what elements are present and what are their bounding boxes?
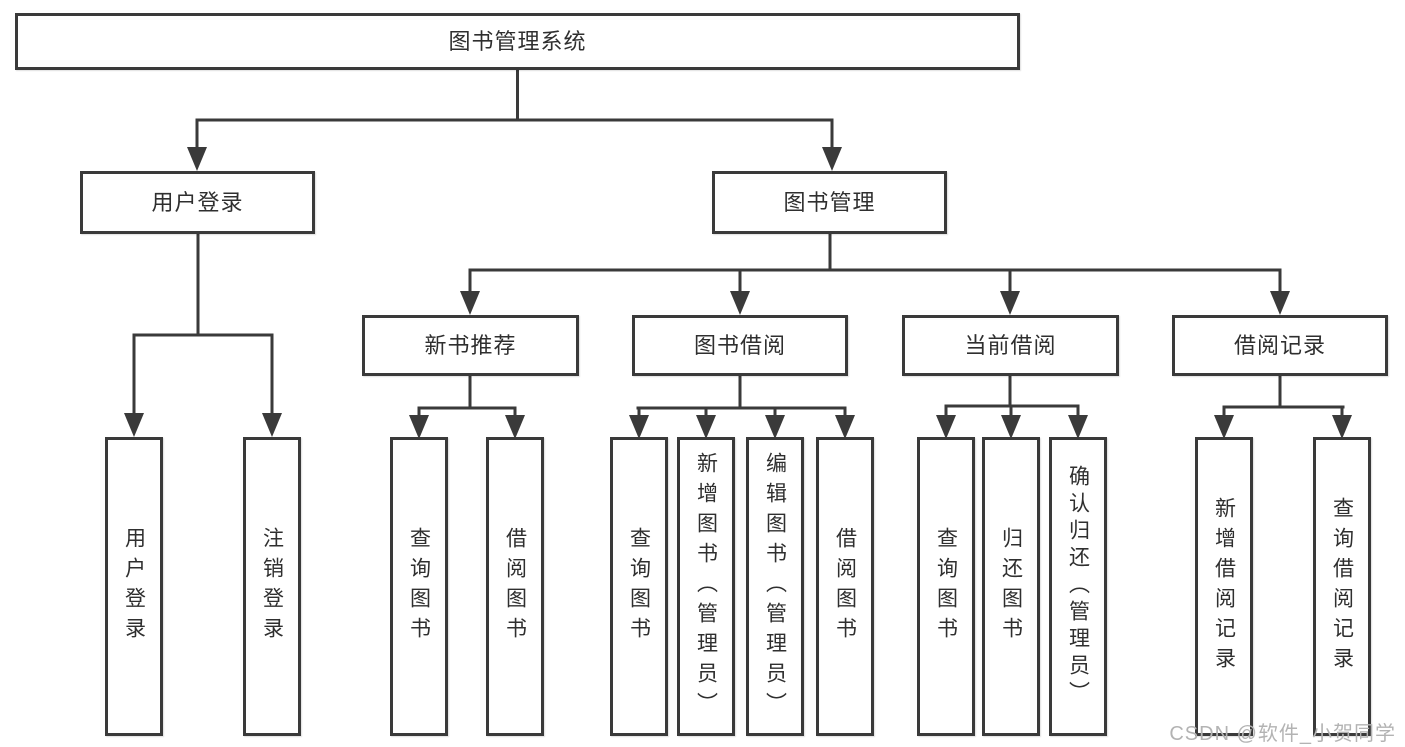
leaf-logout-label: 注销登录	[260, 526, 284, 647]
node-new-book-recommend-label: 新书推荐	[424, 332, 517, 358]
leaf-user-login: 用户登录	[105, 437, 163, 736]
leaf-return-book: 归还图书	[982, 437, 1040, 736]
node-library-system: 图书管理系统	[15, 13, 1020, 70]
leaf-borrow-books-label: 借阅图书	[833, 526, 857, 647]
leaf-add-book-admin-label: 新增图书（管理员）	[694, 451, 718, 722]
connector-book-management	[468, 234, 1282, 293]
node-user-login-module-label: 用户登录	[151, 189, 244, 215]
node-book-management-module-label: 图书管理	[783, 189, 876, 215]
leaf-confirm-return-admin: 确认归还（管理员）	[1049, 437, 1107, 736]
leaf-borrow-books-new: 借阅图书	[486, 437, 544, 736]
connector-current-borrow	[944, 376, 1080, 419]
leaf-logout: 注销登录	[243, 437, 301, 736]
node-book-borrow: 图书借阅	[632, 315, 848, 376]
leaf-user-login-label: 用户登录	[122, 526, 146, 647]
node-book-borrow-label: 图书借阅	[693, 332, 786, 358]
connector-user-login	[132, 234, 274, 417]
node-current-borrow: 当前借阅	[902, 315, 1119, 376]
watermark: CSDN @软件_小贺同学	[1169, 723, 1396, 745]
connector-book-borrow	[636, 376, 847, 419]
leaf-query-borrow-record: 查询借阅记录	[1313, 437, 1371, 736]
leaf-add-book-admin: 新增图书（管理员）	[677, 437, 735, 736]
node-book-management-module: 图书管理	[712, 171, 947, 234]
node-borrow-records-label: 借阅记录	[1233, 332, 1326, 358]
leaf-return-book-label: 归还图书	[999, 526, 1023, 647]
leaf-query-books-borrow-label: 查询图书	[627, 526, 651, 647]
connector-new-books	[417, 376, 517, 419]
node-user-login-module: 用户登录	[80, 171, 315, 234]
leaf-query-books-current-label: 查询图书	[934, 526, 958, 647]
leaf-borrow-books-new-label: 借阅图书	[503, 526, 527, 647]
leaf-query-borrow-record-label: 查询借阅记录	[1330, 496, 1354, 677]
leaf-edit-book-admin-label: 编辑图书（管理员）	[763, 451, 787, 722]
node-new-book-recommend: 新书推荐	[362, 315, 579, 376]
node-current-borrow-label: 当前借阅	[964, 332, 1057, 358]
leaf-edit-book-admin: 编辑图书（管理员）	[746, 437, 804, 736]
connector-borrow-records	[1222, 376, 1345, 419]
leaf-query-books-current: 查询图书	[917, 437, 975, 736]
leaf-query-books-new-label: 查询图书	[407, 526, 431, 647]
leaf-add-borrow-record: 新增借阅记录	[1195, 437, 1253, 736]
leaf-borrow-books: 借阅图书	[816, 437, 874, 736]
node-borrow-records: 借阅记录	[1172, 315, 1388, 376]
leaf-query-books-new: 查询图书	[390, 437, 448, 736]
leaf-confirm-return-admin-label: 确认归还（管理员）	[1066, 465, 1090, 708]
leaf-query-books-borrow: 查询图书	[610, 437, 668, 736]
leaf-add-borrow-record-label: 新增借阅记录	[1212, 496, 1236, 677]
node-library-system-label: 图书管理系统	[448, 28, 587, 54]
connector-root-trunk	[195, 69, 834, 151]
